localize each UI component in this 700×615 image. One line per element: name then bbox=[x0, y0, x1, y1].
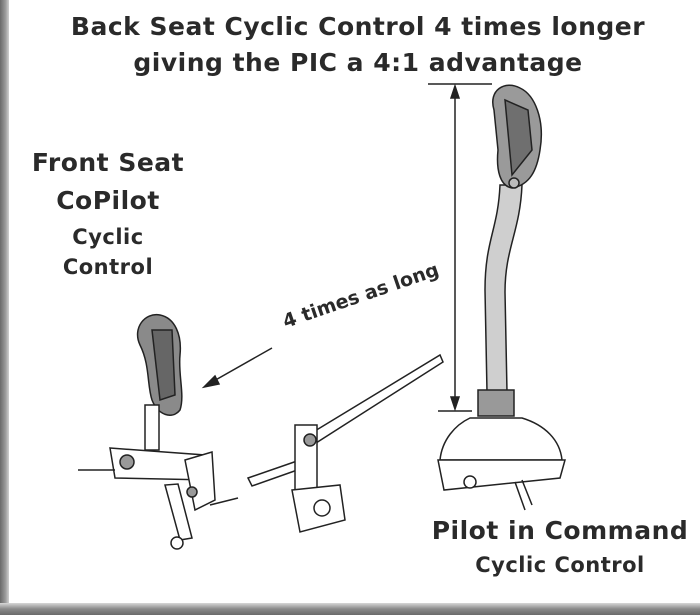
pic-cyclic-stick bbox=[437, 84, 566, 511]
cyclic-label: Cyclic bbox=[72, 225, 144, 249]
copilot-cyclic-stick bbox=[78, 313, 239, 550]
front-seat-label: Front Seat bbox=[31, 148, 185, 177]
frame-bottom-shadow bbox=[0, 603, 700, 615]
control-label: Control bbox=[62, 255, 154, 279]
length-arrow bbox=[428, 83, 492, 412]
copilot-label: CoPilot bbox=[56, 186, 160, 215]
linkage bbox=[246, 353, 444, 533]
frame-left-shadow bbox=[0, 0, 9, 615]
title-line-1: Back Seat Cyclic Control 4 times longer bbox=[70, 12, 646, 41]
pointer-arrow bbox=[201, 347, 273, 389]
title-line-2: giving the PIC a 4:1 advantage bbox=[133, 48, 583, 77]
pic-label: Pilot in Command bbox=[431, 516, 689, 545]
pic-cyclic-control-label: Cyclic Control bbox=[475, 553, 645, 577]
